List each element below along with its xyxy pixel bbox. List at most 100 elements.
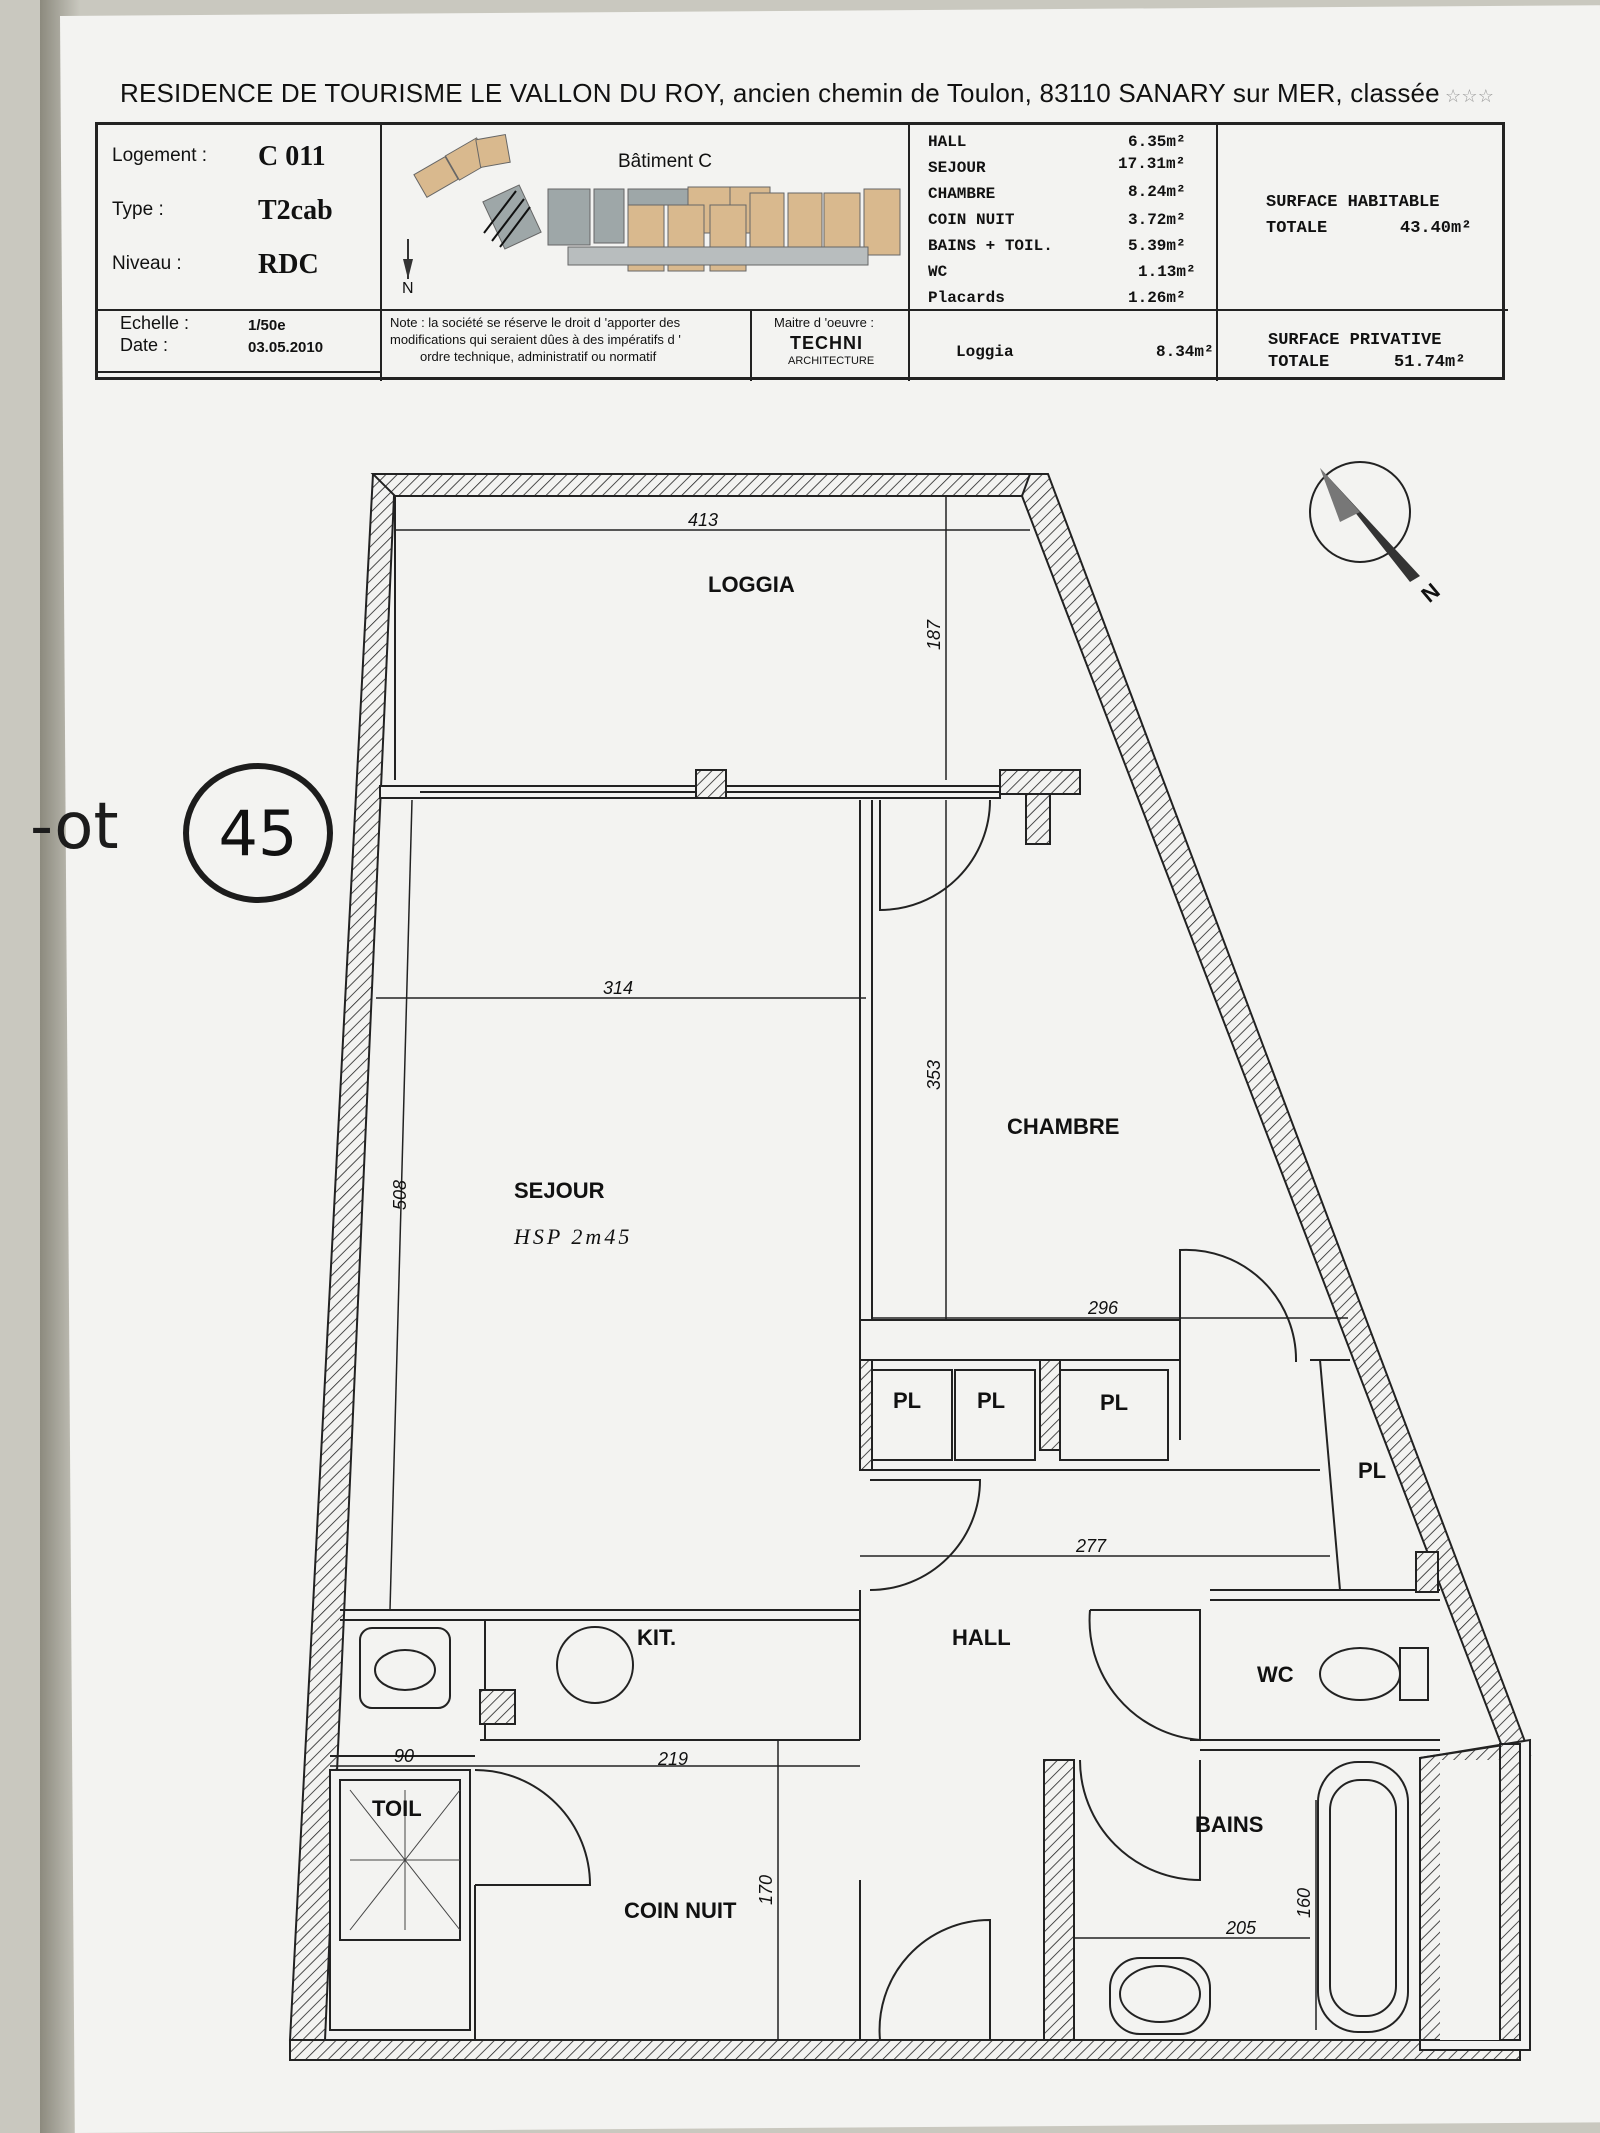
maitre-sub: ARCHITECTURE [788, 355, 875, 367]
room-label-pl-1: PL [893, 1388, 921, 1413]
surface-area-placards: 1.26m² [1128, 289, 1186, 307]
lot-number-circle: 45 [183, 763, 333, 903]
surface-area-hall: 6.35m² [1128, 133, 1186, 151]
door-swing-sejour [869, 1479, 982, 1591]
room-label-sejour: SEJOUR [514, 1178, 605, 1203]
closet-wall [1039, 1359, 1061, 1451]
dim-label-160: 160 [1294, 1888, 1314, 1918]
closet-3 [1059, 1369, 1169, 1461]
loggia-label: Loggia [956, 343, 1014, 361]
wall-top [370, 473, 1031, 497]
closet-2 [954, 1369, 1036, 1461]
divider [908, 125, 910, 381]
privative-label-1: SURFACE PRIVATIVE [1268, 331, 1442, 350]
habitable-value: 43.40m² [1400, 219, 1472, 238]
room-label-hall: HALL [952, 1625, 1011, 1650]
habitable-label-1: SURFACE HABITABLE [1266, 193, 1440, 212]
stars-icon: ☆☆☆ [1439, 86, 1495, 106]
echelle-value: 1/50e [248, 317, 286, 334]
habitable-label-2: TOTALE [1266, 219, 1328, 238]
surface-area-bains: 5.39m² [1128, 237, 1186, 255]
duct [479, 1689, 516, 1725]
bath-wall-gap [1440, 1760, 1500, 2040]
title-block: Logement : C 011 Type : T2cab Niveau : R… [95, 122, 1508, 381]
date-value: 03.05.2010 [248, 339, 324, 356]
door-swing-toil [474, 1769, 592, 1886]
compass-icon [1309, 461, 1420, 582]
dim-label-353: 353 [924, 1060, 944, 1090]
duct [1415, 1551, 1439, 1593]
ceiling-height-note: HSP 2m45 [513, 1224, 632, 1249]
room-label-coin-nuit: COIN NUIT [624, 1898, 737, 1923]
divider [908, 309, 1508, 311]
dim-label-277: 277 [1075, 1536, 1107, 1556]
dim-label-205: 205 [1225, 1918, 1257, 1938]
dim-label-314: 314 [603, 978, 633, 998]
door-swing-bains [1079, 1759, 1201, 1882]
logement-value: C 011 [258, 141, 326, 172]
divider [750, 309, 752, 381]
compass-north-label: N [1416, 578, 1444, 607]
door-swing-chambre [879, 799, 991, 912]
closet-1 [871, 1369, 953, 1461]
door-swing-chambre-hall [1179, 1248, 1298, 1363]
divider [1216, 125, 1218, 381]
door-swing-coin-nuit [878, 1918, 991, 2041]
north-label: N [402, 280, 414, 297]
wall-stub [999, 769, 1081, 795]
dim-line-508 [389, 799, 413, 1611]
lot-number: 45 [218, 796, 298, 870]
surface-room-hall: HALL [928, 133, 967, 151]
niveau-value: RDC [258, 249, 319, 280]
dim-label-413: 413 [688, 510, 718, 530]
maitre-name: TECHNI [790, 333, 863, 353]
niveau-label: Niveau : [112, 253, 182, 274]
room-label-kit: KIT. [637, 1625, 676, 1650]
surface-room-wc: WC [928, 263, 948, 281]
divider [98, 309, 908, 311]
lot-annotation: -ot [30, 790, 119, 864]
dim-label-90: 90 [394, 1746, 414, 1766]
note-line-3: ordre technique, administratif ou normat… [420, 349, 657, 364]
room-label-chambre: CHAMBRE [1007, 1114, 1119, 1139]
toilet-bowl [1319, 1647, 1401, 1701]
dim-label-170: 170 [756, 1875, 776, 1905]
divider [380, 125, 382, 381]
note-line-1: Note : la société se réserve le droit d … [390, 315, 681, 330]
bath-wall [1043, 1759, 1075, 2041]
privative-label-2: TOTALE [1268, 353, 1330, 372]
maitre-label: Maitre d 'oeuvre : [774, 315, 875, 330]
bathtub-inner [1329, 1779, 1397, 2017]
note-line-2: modifications qui seraient dûes à des im… [390, 332, 681, 347]
kitchen-sink [556, 1626, 634, 1704]
room-label-wc: WC [1257, 1662, 1294, 1687]
surface-area-sejour: 17.31m² [1118, 155, 1186, 173]
wall-stub [1025, 793, 1051, 845]
room-label-pl-3: PL [1100, 1390, 1128, 1415]
document-title: RESIDENCE DE TOURISME LE VALLON DU ROY, … [120, 78, 1500, 109]
surface-room-coin-nuit: COIN NUIT [928, 211, 1015, 229]
room-label-pl-2: PL [977, 1388, 1005, 1413]
room-label-pl-4: PL [1358, 1458, 1386, 1483]
batiment-label: Bâtiment C [618, 151, 712, 172]
wall-bath-right [1499, 1743, 1521, 2041]
toilet-tank [1399, 1647, 1429, 1701]
surface-area-chambre: 8.24m² [1128, 183, 1186, 201]
surface-room-placards: Placards [928, 289, 1005, 307]
type-value: T2cab [258, 195, 333, 226]
dim-label-296: 296 [1087, 1298, 1119, 1318]
dim-label-219: 219 [657, 1749, 688, 1769]
room-label-loggia: LOGGIA [708, 572, 795, 597]
surface-room-sejour: SEJOUR [928, 159, 986, 177]
dim-label-508: 508 [390, 1180, 410, 1210]
privative-value: 51.74m² [1394, 353, 1466, 372]
date-label: Date : [120, 335, 169, 355]
wall-bottom [289, 2039, 1521, 2061]
logement-label: Logement : [112, 145, 208, 166]
loggia-area: 8.34m² [1156, 343, 1214, 361]
surface-area-coin-nuit: 3.72m² [1128, 211, 1186, 229]
pillar [695, 769, 727, 799]
echelle-label: Echelle : [120, 313, 190, 333]
divider [98, 371, 380, 373]
